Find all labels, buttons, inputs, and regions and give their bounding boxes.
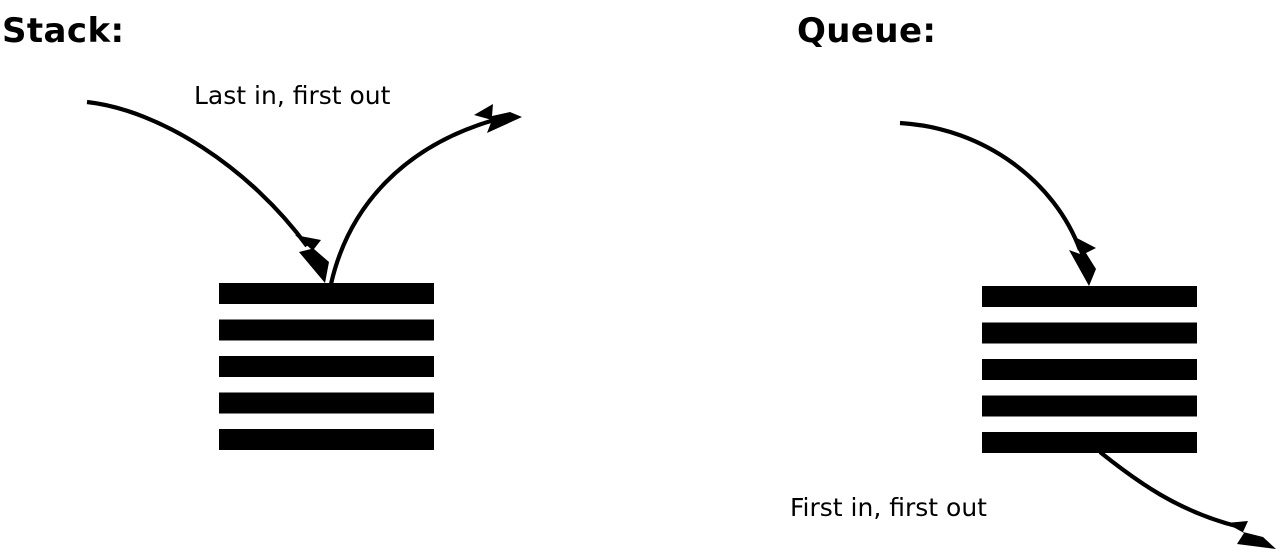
stack-bar — [219, 283, 434, 304]
queue-title: Queue: — [797, 11, 936, 51]
queue-group: Queue: First in, first out — [790, 11, 1276, 549]
stack-push-arrowhead-icon — [295, 235, 329, 283]
stack-pop-arrow — [328, 104, 522, 285]
stack-pop-arrowhead-icon — [474, 104, 522, 133]
stack-push-arrow-path — [86, 99, 309, 248]
stack-bar — [219, 392, 434, 414]
queue-bars — [982, 286, 1197, 453]
queue-enqueue-arrowhead-icon — [1069, 236, 1096, 286]
queue-enqueue-arrow — [899, 120, 1096, 286]
stack-bar — [219, 429, 434, 450]
queue-enqueue-arrow-path — [899, 120, 1082, 251]
stack-title: Stack: — [2, 11, 124, 51]
queue-bar — [982, 432, 1197, 453]
queue-bar — [982, 395, 1197, 417]
queue-bar — [982, 286, 1197, 307]
queue-caption: First in, first out — [790, 493, 987, 522]
queue-bar — [982, 322, 1197, 344]
stack-caption: Last in, first out — [194, 81, 391, 110]
queue-dequeue-arrowhead-icon — [1226, 521, 1276, 549]
stack-bar — [219, 319, 434, 341]
stack-group: Stack: Last in, first out — [2, 11, 522, 450]
stack-bar — [219, 356, 434, 377]
queue-dequeue-arrow — [1098, 450, 1276, 549]
queue-bar — [982, 359, 1197, 380]
stack-bars — [219, 283, 434, 450]
stack-pop-arrow-path — [328, 117, 495, 285]
queue-dequeue-arrow-path — [1098, 450, 1241, 530]
stack-push-arrow — [86, 99, 329, 283]
